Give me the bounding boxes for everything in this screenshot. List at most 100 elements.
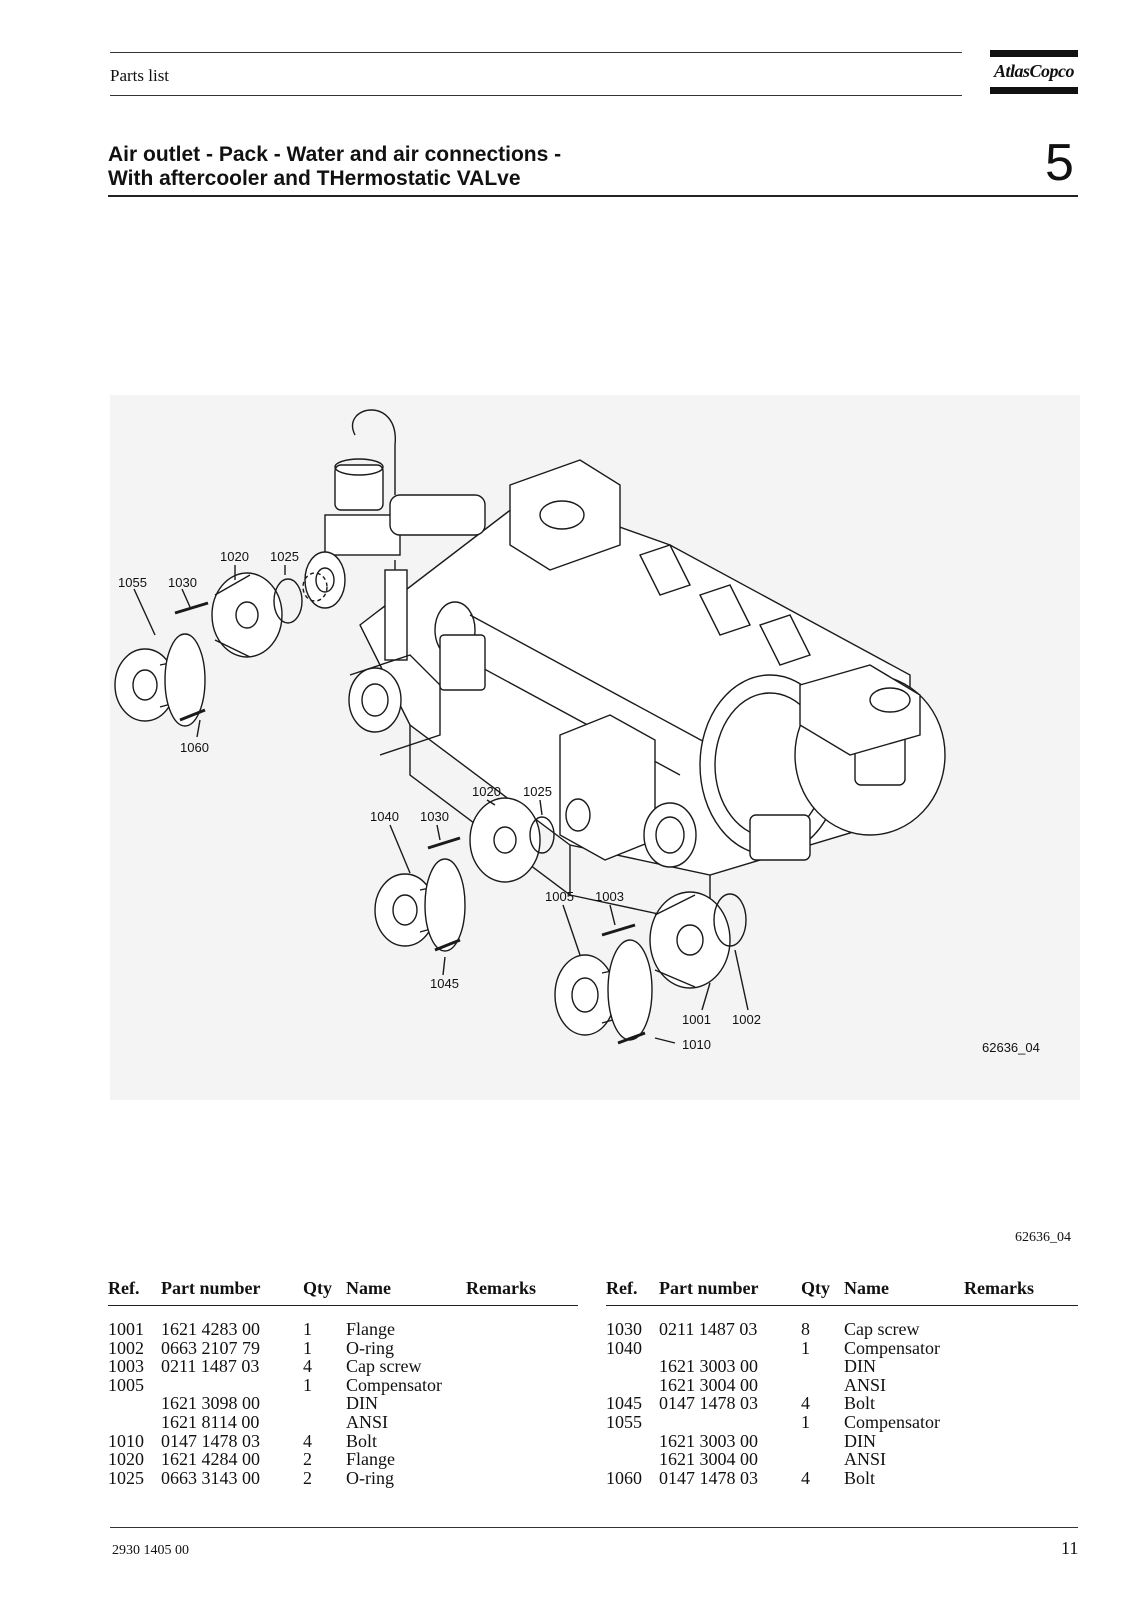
callout-1045: 1045 — [430, 976, 459, 991]
column-header: Ref. — [606, 1278, 638, 1298]
parts-drawing-svg: 1055 1030 1020 1025 1060 1040 1030 1020 … — [110, 395, 1080, 1100]
table-cell-part: 0147 1478 03 — [659, 1393, 758, 1414]
table-cell-ref: 1040 — [606, 1337, 642, 1358]
table-header-rule — [606, 1305, 1078, 1306]
table-cell-qty: 1 — [801, 1337, 810, 1358]
footer-rule — [110, 1527, 1078, 1528]
header-top-rule — [110, 52, 962, 53]
table-cell-qty: 1 — [303, 1319, 312, 1339]
parts-drawing: 1055 1030 1020 1025 1060 1040 1030 1020 … — [110, 395, 1080, 1100]
callout-1001: 1001 — [682, 1012, 711, 1027]
table-cell-qty: 4 — [303, 1356, 312, 1377]
table-cell-name: ANSI — [844, 1449, 887, 1470]
table-cell-part: 1621 3098 00 — [161, 1393, 260, 1414]
table-cell-part: 0211 1487 03 — [161, 1356, 260, 1377]
column-header: Part number — [161, 1278, 261, 1298]
header-bottom-rule — [110, 95, 962, 96]
table-cell-name: Flange — [346, 1449, 395, 1470]
atlas-copco-logo: AtlasCopco — [990, 50, 1078, 94]
table-cell-part: 1621 8114 00 — [161, 1412, 260, 1432]
table-cell-name: Compensator — [346, 1374, 442, 1395]
column-header: Remarks — [964, 1278, 1034, 1298]
callout-1025-b: 1025 — [523, 784, 552, 799]
table-cell-part: 1621 3003 00 — [659, 1356, 758, 1377]
table-cell-qty: 4 — [801, 1393, 810, 1414]
callout-1030-b: 1030 — [420, 809, 449, 824]
table-cell-name: ANSI — [346, 1412, 389, 1432]
table-cell-ref: 1001 — [108, 1319, 144, 1339]
table-cell-ref: 1005 — [108, 1374, 144, 1395]
table-cell-qty: 1 — [801, 1412, 810, 1432]
table-cell-part: 1621 3004 00 — [659, 1449, 758, 1470]
callout-1055: 1055 — [118, 575, 147, 590]
table-cell-part: 1621 4284 00 — [161, 1449, 260, 1470]
table-cell-qty: 1 — [303, 1374, 312, 1395]
title-rule — [108, 195, 1078, 197]
logo-bar-top — [990, 50, 1078, 57]
table-cell-name: DIN — [346, 1393, 378, 1414]
callout-1020-b: 1020 — [472, 784, 501, 799]
table-cell-part: 1621 3004 00 — [659, 1374, 758, 1395]
table-cell-name: Bolt — [346, 1430, 378, 1451]
table-cell-qty: 8 — [801, 1319, 810, 1339]
column-header: Qty — [303, 1278, 332, 1298]
table-cell-qty: 4 — [801, 1467, 810, 1488]
table-cell-name: O-ring — [346, 1467, 394, 1488]
page-title-line1: Air outlet - Pack - Water and air connec… — [108, 143, 562, 166]
callout-1003: 1003 — [595, 889, 624, 904]
callout-1010: 1010 — [682, 1037, 711, 1052]
page-title: Air outlet - Pack - Water and air connec… — [108, 143, 561, 191]
table-cell-ref: 1060 — [606, 1467, 642, 1488]
table-cell-name: Flange — [346, 1319, 395, 1339]
table-cell-ref: 1010 — [108, 1430, 144, 1451]
table-cell-ref: 1030 — [606, 1319, 642, 1339]
figure-code: 62636_04 — [1015, 1230, 1071, 1245]
table-cell-name: Compensator — [844, 1412, 940, 1432]
table-cell-qty: 2 — [303, 1467, 312, 1488]
section-number: 5 — [1045, 134, 1074, 192]
callout-1060: 1060 — [180, 740, 209, 755]
table-cell-name: Cap screw — [844, 1319, 920, 1339]
column-header: Qty — [801, 1278, 830, 1298]
callout-1030-a: 1030 — [168, 575, 197, 590]
column-header: Ref. — [108, 1278, 140, 1298]
column-header: Name — [844, 1278, 889, 1298]
callout-1002: 1002 — [732, 1012, 761, 1027]
table-cell-name: DIN — [844, 1356, 876, 1377]
callout-1005: 1005 — [545, 889, 574, 904]
table-cell-name: DIN — [844, 1430, 876, 1451]
table-cell-part: 1621 4283 00 — [161, 1319, 260, 1339]
table-cell-ref: 1045 — [606, 1393, 642, 1414]
table-cell-part: 0211 1487 03 — [659, 1319, 758, 1339]
page-title-line2: With aftercooler and THermostatic VALve — [108, 167, 521, 190]
table-cell-qty: 1 — [303, 1337, 312, 1358]
table-cell-name: Bolt — [844, 1393, 876, 1414]
table-cell-qty: 4 — [303, 1430, 312, 1451]
table-cell-part: 0663 3143 00 — [161, 1467, 260, 1488]
figure-code-inline: 62636_04 — [982, 1040, 1040, 1055]
footer-page-number: 11 — [1061, 1538, 1079, 1558]
table-cell-name: ANSI — [844, 1374, 887, 1395]
callout-1040: 1040 — [370, 809, 399, 824]
table-cell-part: 0663 2107 79 — [161, 1337, 260, 1358]
table-cell-ref: 1055 — [606, 1412, 642, 1432]
table-cell-part: 0147 1478 03 — [659, 1467, 758, 1488]
table-cell-qty: 2 — [303, 1449, 312, 1470]
table-cell-name: Compensator — [844, 1337, 940, 1358]
table-cell-ref: 1025 — [108, 1467, 144, 1488]
logo-wordmark: AtlasCopco — [993, 61, 1075, 81]
table-cell-ref: 1003 — [108, 1356, 144, 1377]
header-label: Parts list — [110, 66, 170, 85]
column-header: Name — [346, 1278, 391, 1298]
table-cell-name: Bolt — [844, 1467, 876, 1488]
column-header: Part number — [659, 1278, 759, 1298]
logo-bar-bottom — [990, 87, 1078, 94]
footer-doc-number: 2930 1405 00 — [112, 1543, 189, 1558]
table-header-rule — [108, 1305, 578, 1306]
table-cell-part: 0147 1478 03 — [161, 1430, 260, 1451]
table-cell-name: Cap screw — [346, 1356, 422, 1377]
callout-1025-a: 1025 — [270, 549, 299, 564]
table-cell-part: 1621 3003 00 — [659, 1430, 758, 1451]
callout-1020-a: 1020 — [220, 549, 249, 564]
table-cell-ref: 1002 — [108, 1337, 144, 1358]
